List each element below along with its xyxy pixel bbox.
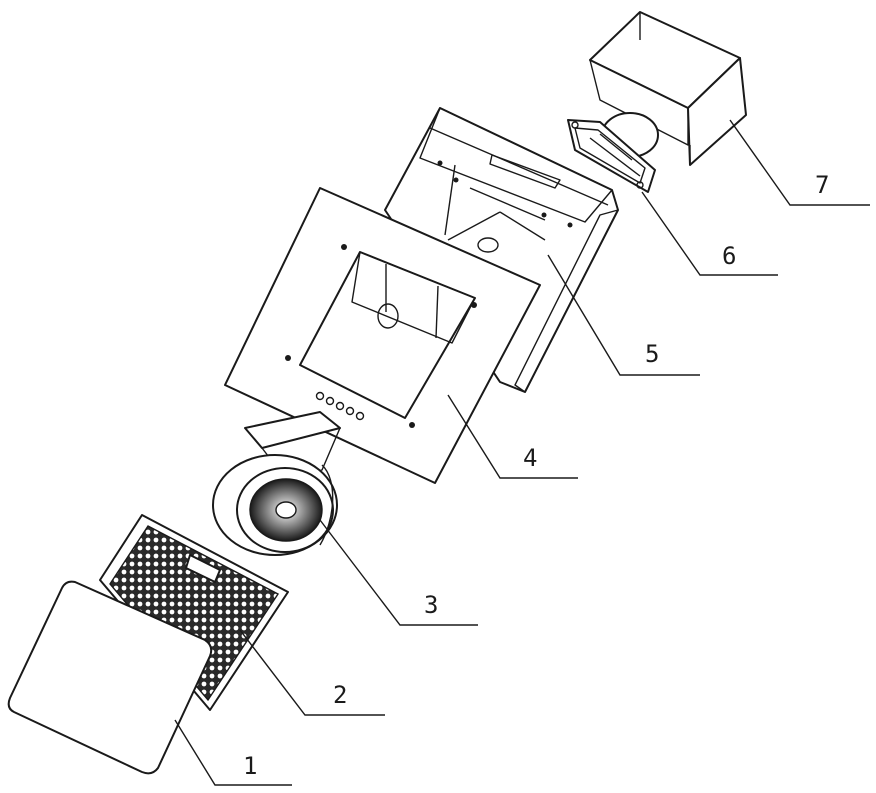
control-buttons bbox=[315, 391, 365, 421]
callout-3: 3 bbox=[424, 591, 438, 619]
part-5-rear-housing bbox=[384, 107, 619, 393]
part-3-blower-fan bbox=[212, 411, 341, 556]
leader-line-5 bbox=[547, 254, 700, 376]
leader-line-1 bbox=[174, 719, 292, 786]
callout-1: 1 bbox=[243, 752, 257, 780]
part-2-grease-filter bbox=[99, 514, 289, 711]
part-1-cover-plate bbox=[7, 580, 213, 775]
callout-4: 4 bbox=[523, 444, 537, 472]
leader-lines bbox=[174, 119, 870, 786]
leader-line-3 bbox=[319, 519, 478, 626]
part-4-front-panel bbox=[224, 187, 541, 484]
callout-labels: 7 6 5 4 3 2 1 bbox=[243, 171, 829, 780]
callout-7: 7 bbox=[815, 171, 829, 199]
leader-line-4 bbox=[447, 394, 578, 479]
leader-line-2 bbox=[239, 629, 385, 716]
leader-line-7 bbox=[729, 119, 870, 206]
callout-6: 6 bbox=[722, 242, 736, 270]
part-7-duct-cover bbox=[589, 11, 747, 166]
callout-5: 5 bbox=[645, 340, 659, 368]
part-6-valve-unit bbox=[567, 112, 659, 193]
callout-2: 2 bbox=[333, 681, 347, 709]
leader-line-6 bbox=[641, 191, 778, 276]
